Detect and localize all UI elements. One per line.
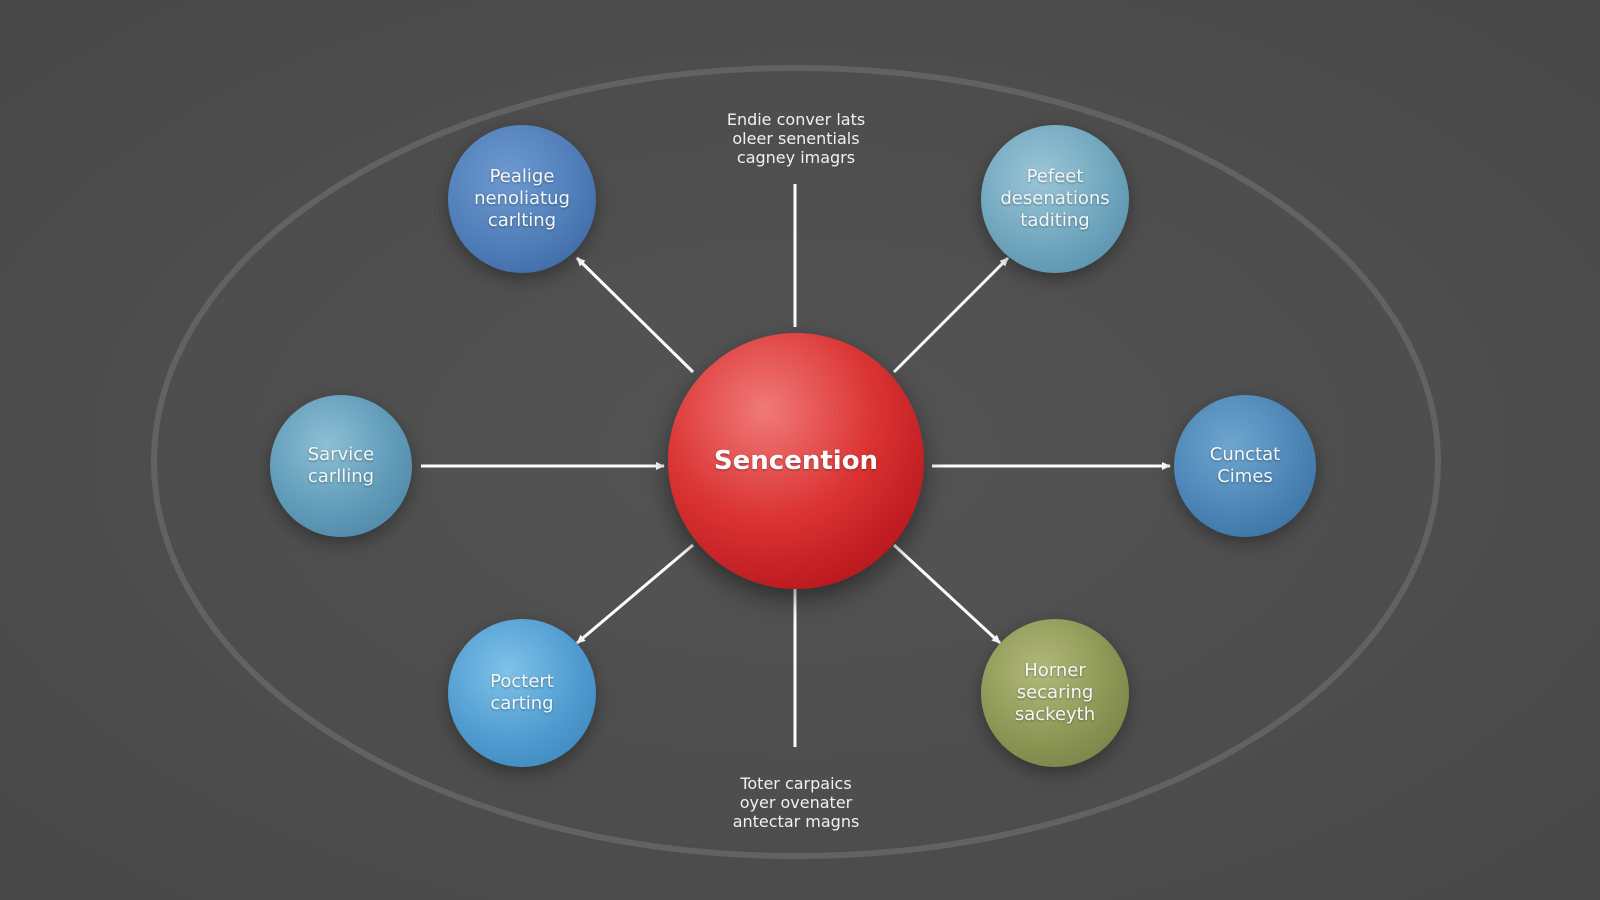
node-bottom-left[interactable]: Poctert carting: [448, 619, 596, 767]
node-label: Pefeet desenations taditing: [1000, 166, 1110, 231]
node-center[interactable]: Sencention: [668, 333, 924, 589]
node-label: Sarvice carlling: [307, 444, 375, 487]
arrow-to-bottom-left: [576, 543, 694, 645]
outer-ellipse: [151, 65, 1441, 859]
node-label: Poctert carting: [490, 671, 554, 714]
caption-top: Endie conver lats oleer senentials cagne…: [726, 110, 866, 167]
node-top-left[interactable]: Pealige nenoliatug carlting: [448, 125, 596, 273]
node-label: Pealige nenoliatug carlting: [474, 166, 570, 231]
node-label: Horner secaring sackeyth: [1014, 660, 1096, 725]
center-label: Sencention: [713, 446, 879, 476]
node-label: Cunctat Cimes: [1209, 444, 1281, 487]
node-left[interactable]: Sarvice carlling: [270, 395, 412, 537]
arrow-to-top-right: [892, 256, 1010, 374]
node-top-right[interactable]: Pefeet desenations taditing: [981, 125, 1129, 273]
node-bottom-right[interactable]: Horner secaring sackeyth: [981, 619, 1129, 767]
arrow-to-bottom-right: [892, 543, 1002, 645]
caption-bottom: Toter carpaics oyer ovenater antectar ma…: [732, 774, 860, 831]
arrow-to-top-left: [575, 256, 695, 374]
node-right[interactable]: Cunctat Cimes: [1174, 395, 1316, 537]
